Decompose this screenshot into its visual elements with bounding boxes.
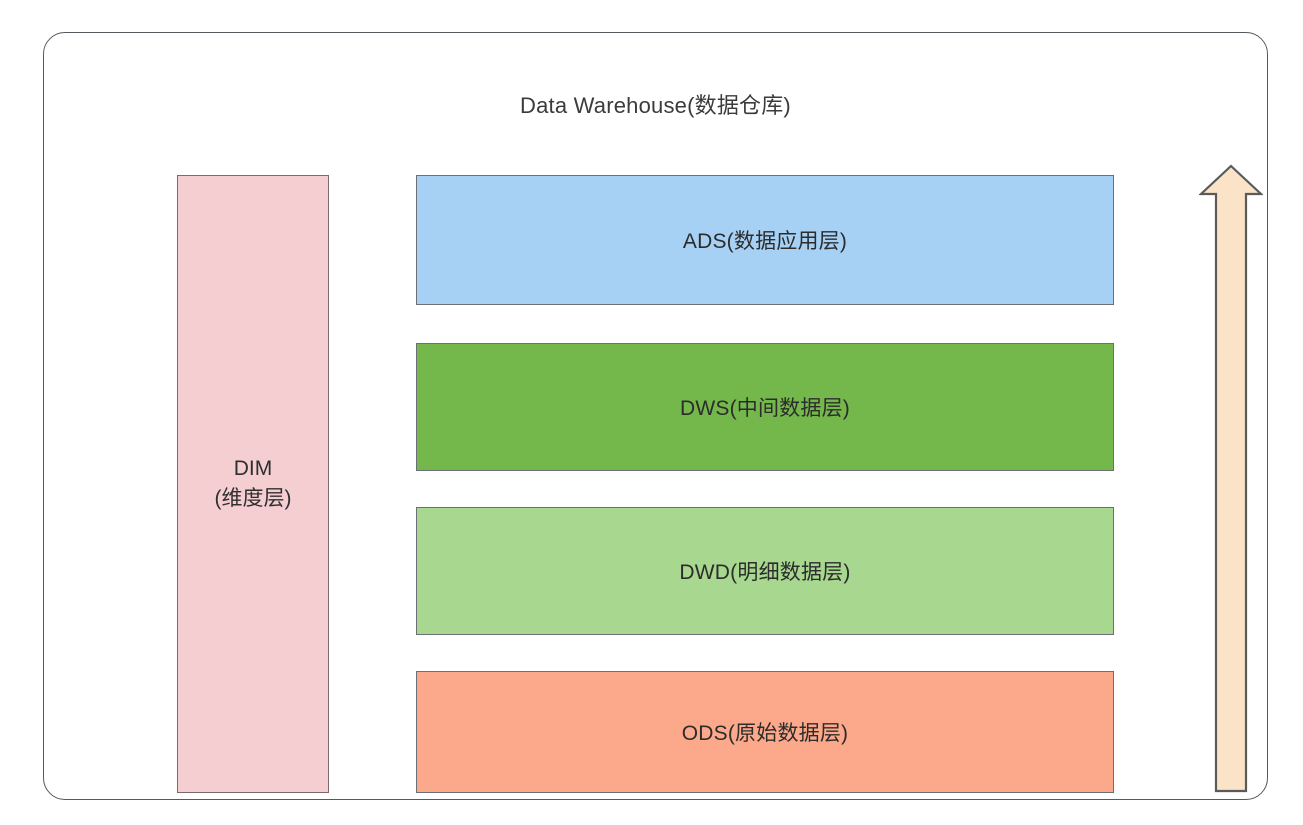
layer-label-ods: ODS(原始数据层) [681,722,849,745]
layer-label-ads: ADS(数据应用层) [682,230,848,253]
layer-bar-ods: ODS(原始数据层) [416,671,1114,793]
layer-bar-dwd: DWD(明细数据层) [416,507,1114,635]
layer-bar-dws: DWS(中间数据层) [416,343,1114,471]
dimension-layer-name: DIM [233,456,273,480]
dimension-layer-box: DIM (维度层) [177,175,329,793]
layer-label-dws: DWS(中间数据层) [680,397,850,420]
layer-bar-ads: ADS(数据应用层) [416,175,1114,305]
upward-flow-arrow-icon [1199,164,1263,793]
diagram-title: Data Warehouse(数据仓库) [520,93,791,118]
dimension-layer-subtitle: (维度层) [214,487,292,510]
layer-label-dwd: DWD(明细数据层) [679,561,851,584]
data-warehouse-container: Data Warehouse(数据仓库) DIM (维度层) ADS(数据应用层… [43,32,1268,800]
